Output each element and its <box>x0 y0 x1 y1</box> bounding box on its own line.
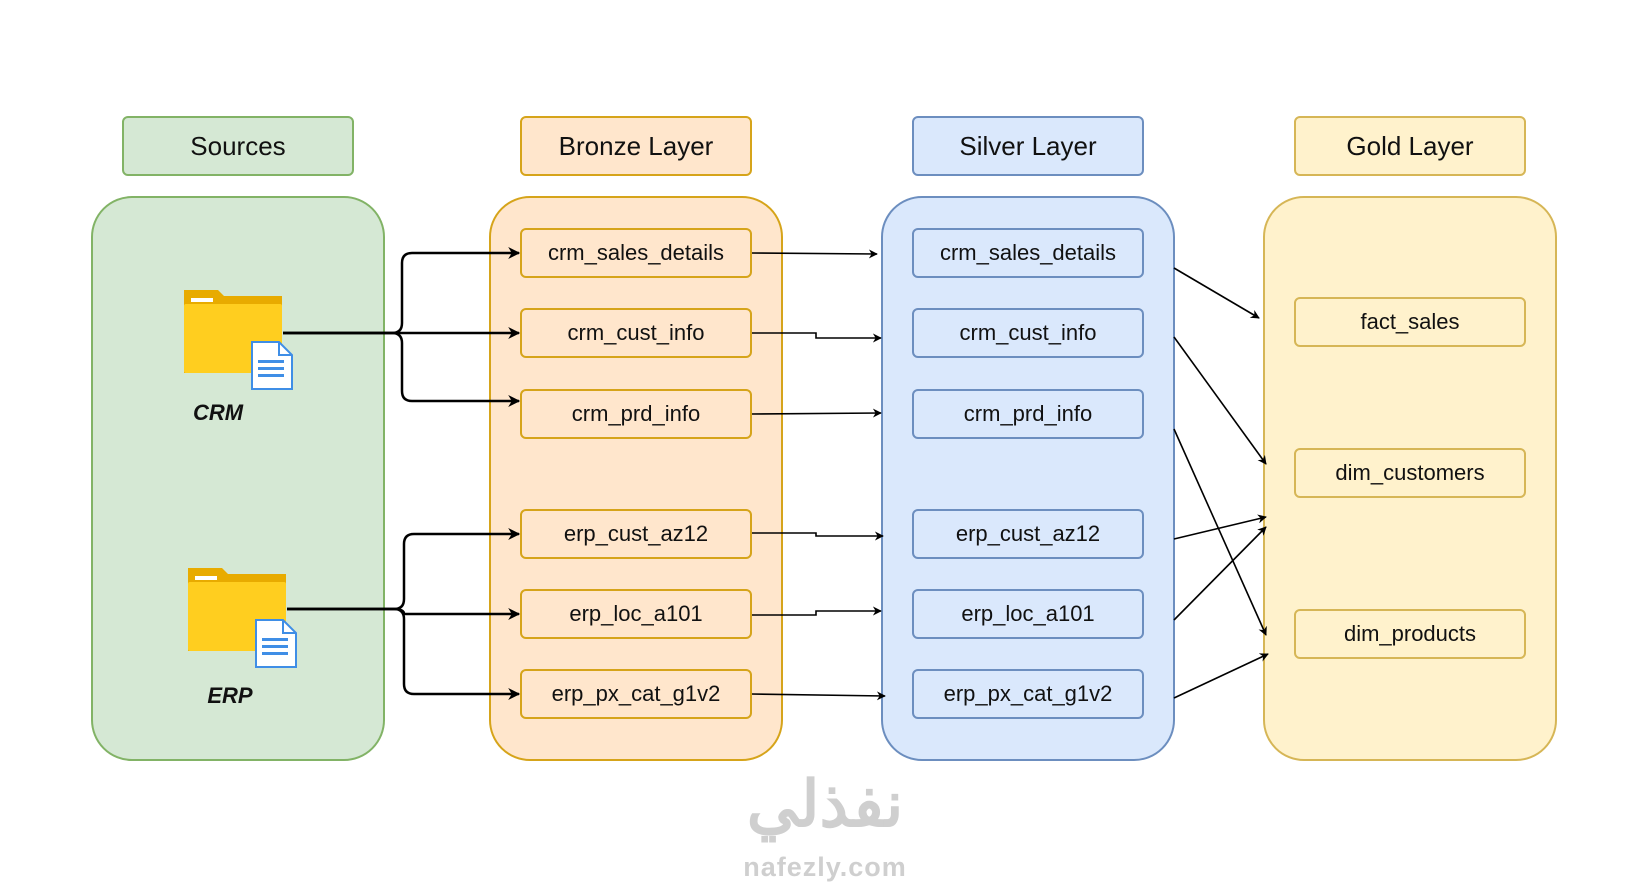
link-crm-prd-info <box>283 331 521 407</box>
bronze-node-crm-cust-info: crm_cust_info <box>520 308 752 358</box>
silver-node-erp-cust-az12: erp_cust_az12 <box>912 509 1144 559</box>
gold-node-dim-products: dim_products <box>1294 609 1526 659</box>
bronze-node-crm-sales-details: crm_sales_details <box>520 228 752 278</box>
erp-folder-icon <box>188 568 297 668</box>
silver-node-erp-loc-a101: erp_loc_a101 <box>912 589 1144 639</box>
bronze-node-erp-px-cat-g1v2: erp_px_cat_g1v2 <box>520 669 752 719</box>
link-b-s-erp-px-cat-g1v2 <box>750 691 886 701</box>
silver-node-crm-prd-info: crm_prd_info <box>912 389 1144 439</box>
gold-layer-header: Gold Layer <box>1294 116 1526 176</box>
link-b-s-erp-cust-az12 <box>751 531 884 541</box>
silver-gold-links <box>1173 267 1269 699</box>
link-s-g-prd-info-dim-products <box>1173 428 1267 636</box>
bronze-node-erp-cust-az12: erp_cust_az12 <box>520 509 752 559</box>
link-s-g-px-cat-dim-products <box>1173 653 1269 699</box>
link-b-s-crm-prd-info <box>750 408 882 418</box>
link-b-s-erp-loc-a101 <box>751 606 882 616</box>
crm-folder-icon <box>184 290 293 390</box>
silver-layer-header: Silver Layer <box>912 116 1144 176</box>
watermark-url: nafezly.com <box>743 852 907 882</box>
gold-node-fact-sales: fact_sales <box>1294 297 1526 347</box>
source-links <box>283 247 521 700</box>
watermark-arabic: نفذلي <box>746 768 904 840</box>
bronze-node-erp-loc-a101: erp_loc_a101 <box>520 589 752 639</box>
silver-node-erp-px-cat-g1v2: erp_px_cat_g1v2 <box>912 669 1144 719</box>
link-s-g-sales-details-fact-sales <box>1173 267 1260 319</box>
link-s-g-cust-info-dim-customers <box>1173 336 1267 465</box>
sources-header: Sources <box>122 116 354 176</box>
link-s-g-cust-az12-dim-customers <box>1173 514 1267 540</box>
sources-container <box>91 196 385 761</box>
link-b-s-crm-cust-info <box>751 332 882 343</box>
link-erp-px-cat-g1v2 <box>287 607 521 700</box>
link-s-g-loc-a101-dim-customers <box>1173 526 1267 621</box>
bronze-layer-header: Bronze Layer <box>520 116 752 176</box>
link-b-s-crm-sales-details <box>750 249 878 259</box>
bronze-node-crm-prd-info: crm_prd_info <box>520 389 752 439</box>
source-label-erp: ERP <box>207 683 253 708</box>
silver-node-crm-cust-info: crm_cust_info <box>912 308 1144 358</box>
bronze-silver-links <box>750 249 886 701</box>
source-label-crm: CRM <box>192 400 244 425</box>
gold-node-dim-customers: dim_customers <box>1294 448 1526 498</box>
silver-node-crm-sales-details: crm_sales_details <box>912 228 1144 278</box>
